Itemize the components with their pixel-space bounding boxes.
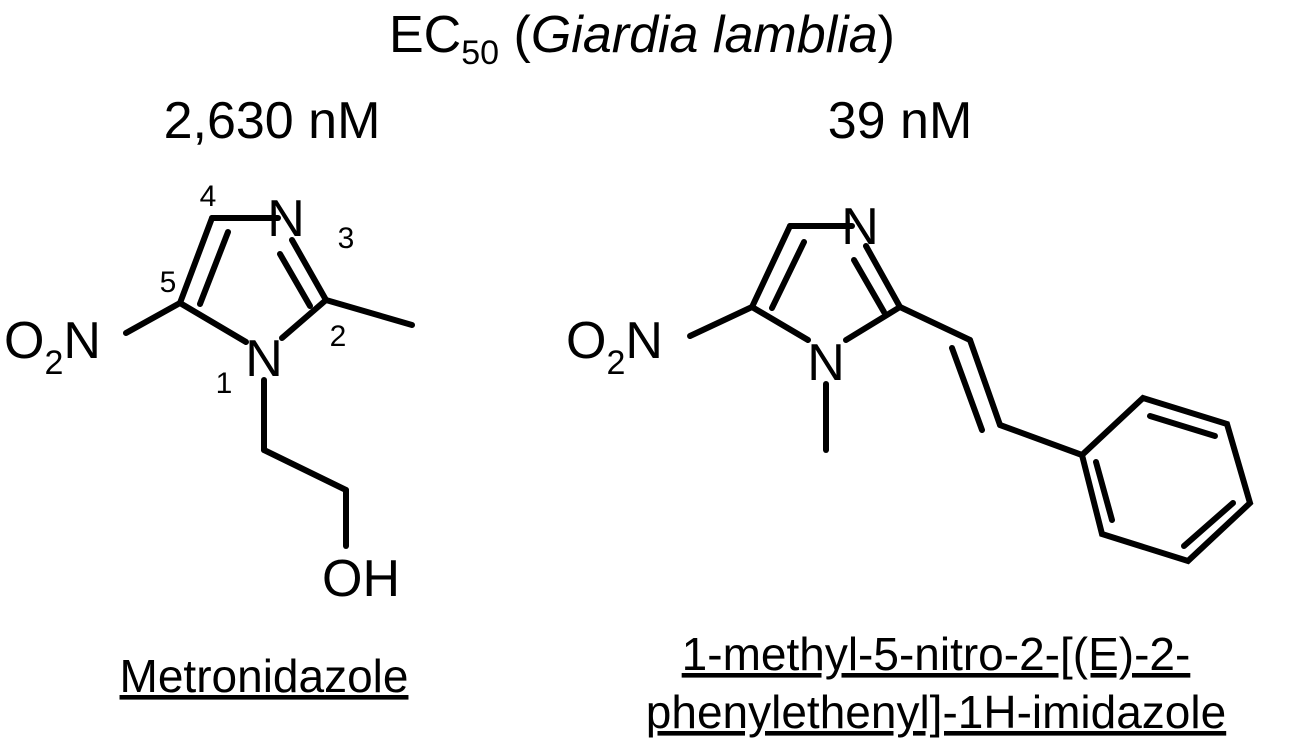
bond-c4-c5	[177, 215, 215, 306]
phenyl-inner-bond-c	[1093, 459, 1115, 523]
bond-c4-c5-double	[769, 239, 807, 311]
bond-c4-c5	[749, 223, 793, 310]
phenyl-inner-bond-b	[1181, 500, 1236, 549]
bond-n3-c2-double	[851, 257, 887, 315]
compound-styryl-nitroimidazole: 39 nM N N O2N 1-methyl-5-nitro-2-[(E)-2-…	[566, 92, 1254, 738]
bond-c5-n1	[749, 304, 811, 343]
hydroxyl-label: OH	[322, 550, 400, 608]
ring-n1-label: N	[807, 334, 845, 392]
bond-c2-n1	[843, 304, 903, 343]
bond-c2-methyl	[323, 297, 415, 328]
ring-n3-label: N	[267, 190, 305, 248]
bond-n3-c2	[863, 243, 903, 310]
bond-nitro-c5	[687, 304, 755, 339]
compound-name-metronidazole: Metronidazole	[120, 650, 409, 702]
ec-subscript: 50	[461, 34, 499, 72]
compound-name-line2: phenylethenyl]-1H-imidazole	[646, 686, 1226, 738]
compound-name-line1: 1-methyl-5-nitro-2-[(E)-2-	[682, 628, 1191, 680]
bond-vinyl-phenyl	[997, 422, 1085, 458]
bond-c5-n1	[177, 300, 249, 345]
paren-open: (	[499, 6, 531, 64]
bond-c2-n1	[279, 297, 329, 341]
nitro-group-label: O2N	[566, 312, 663, 382]
figure-title: EC50 (Giardia lamblia)	[389, 6, 895, 72]
bond-vinyl-double-inner	[949, 345, 985, 433]
organism-name: Giardia lamblia	[531, 6, 878, 64]
bond-c2-vinyl	[897, 304, 973, 343]
bond-n3-c2	[289, 237, 329, 303]
ring-n1-label: N	[245, 330, 283, 388]
ring-n3-label: N	[841, 198, 879, 256]
phenyl-ring	[1078, 394, 1254, 565]
ring-position-2: 2	[330, 320, 347, 353]
paren-close: )	[878, 6, 895, 64]
phenyl-inner-bond-a	[1147, 413, 1218, 439]
ec50-value-styryl: 39 nM	[828, 92, 973, 150]
ec50-value-metronidazole: 2,630 nM	[164, 92, 381, 150]
bond-nitro-c5	[123, 300, 183, 336]
ring-position-1: 1	[216, 367, 233, 400]
nitro-group-label: O2N	[4, 312, 101, 382]
ring-position-4: 4	[200, 180, 217, 213]
bond-n3-c2-double	[277, 251, 313, 309]
bond-vinyl-double	[967, 337, 1003, 428]
compound-metronidazole: 2,630 nM N N O2N OH 1 2 3 4 5 Metronidaz…	[4, 92, 415, 702]
bond-ch2-ch2	[261, 447, 349, 493]
ring-position-3: 3	[338, 222, 355, 255]
bond-c4-c5-double	[197, 229, 231, 307]
ring-position-5: 5	[160, 266, 177, 299]
ec-prefix: EC	[389, 6, 461, 64]
